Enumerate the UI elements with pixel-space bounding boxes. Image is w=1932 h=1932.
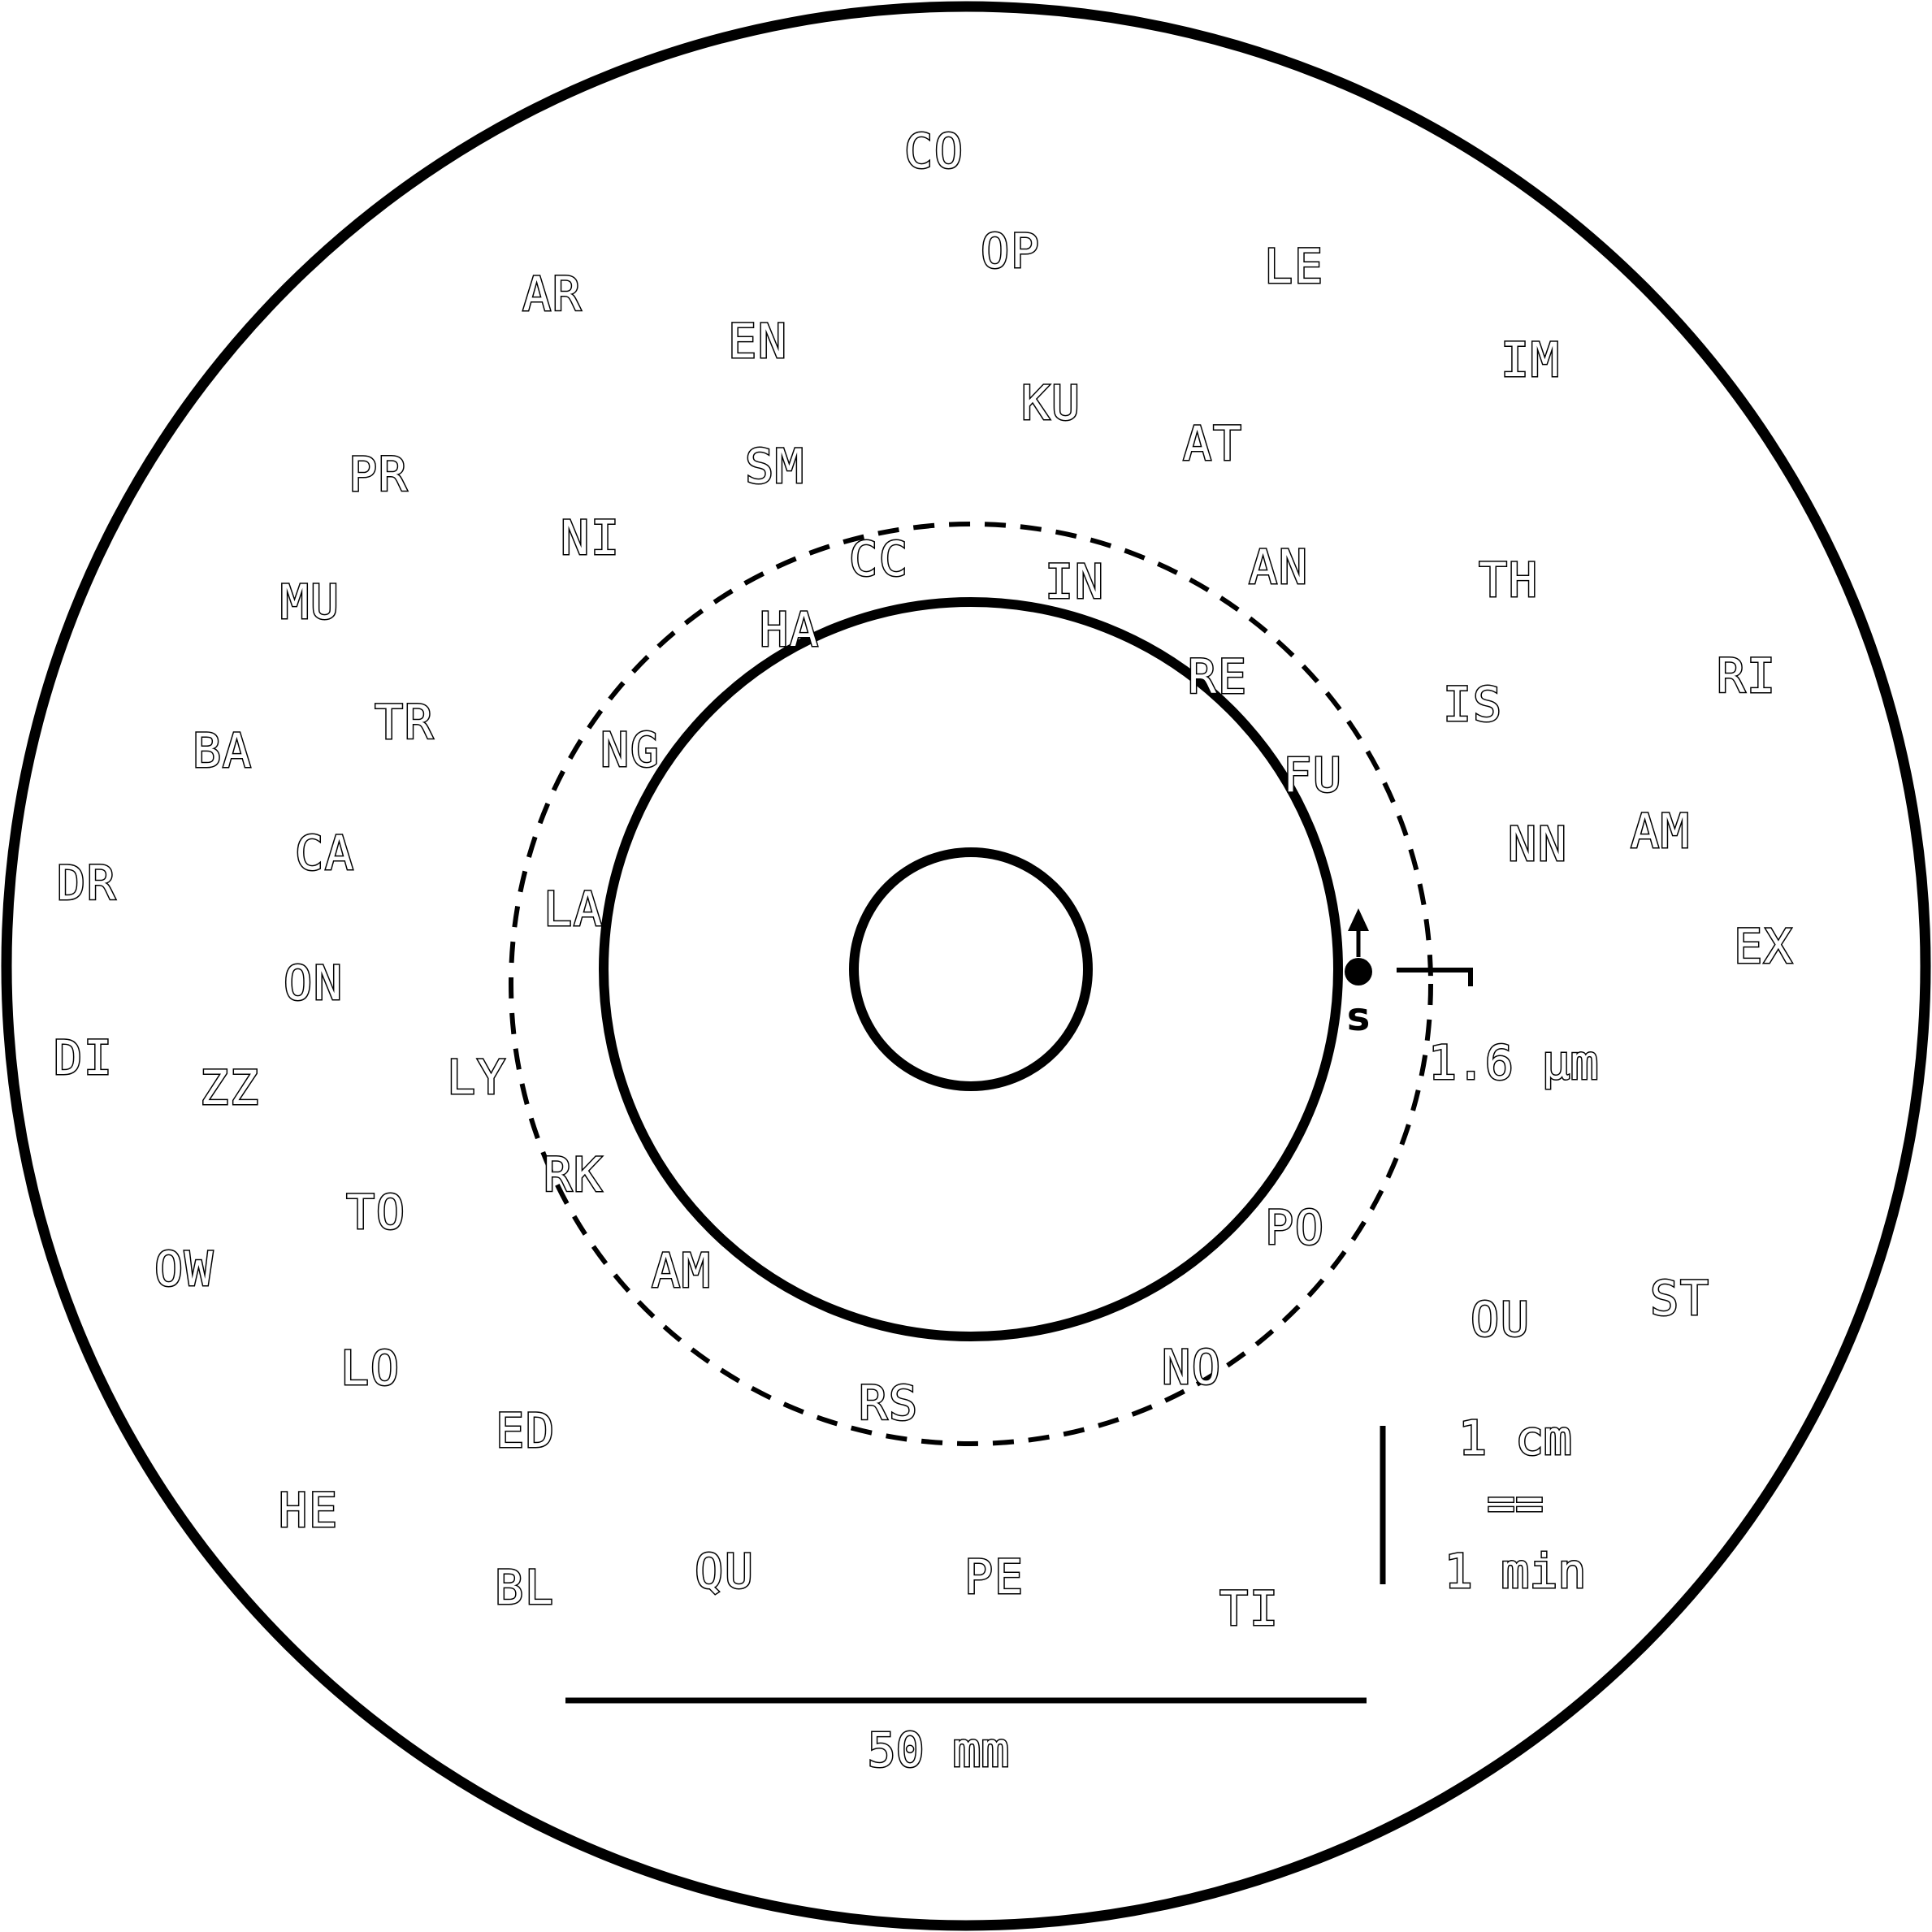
letter-pair-la: LA: [544, 882, 604, 937]
letter-pair-ar: AR: [522, 266, 583, 322]
start-label: s: [1347, 994, 1371, 1040]
letter-pair-ku: KU: [1021, 375, 1081, 431]
letter-pair-pr: PR: [349, 447, 409, 502]
time-scale-line-1: 1 cm: [1458, 1410, 1572, 1466]
center-hole: [849, 847, 1093, 1091]
letter-pair-ba: BA: [193, 723, 253, 778]
letter-pair-re: RE: [1188, 649, 1248, 704]
letter-pair-pe: PE: [964, 1549, 1024, 1605]
letter-pair-lo: LO: [340, 1341, 401, 1396]
letter-pair-en: EN: [728, 314, 788, 369]
letter-pair-mu: MU: [280, 574, 340, 630]
pitch-label: 1.6 µm: [1428, 1035, 1599, 1090]
letter-pair-am: AM: [1631, 804, 1691, 859]
letter-pair-ng: NG: [600, 722, 661, 778]
letter-pairs: CO OP LE AR EN IM KU AT PR SM NI CC AN TH IN MU HA RE RI IS…: [53, 123, 1794, 1638]
letter-pair-ni: NI: [561, 510, 621, 565]
start-dot: [1345, 958, 1372, 985]
letter-pair-rk: RK: [544, 1147, 604, 1202]
letter-pair-am: AM: [652, 1243, 712, 1298]
letter-pair-no: NO: [1162, 1340, 1222, 1395]
letter-pair-im: IM: [1501, 332, 1561, 388]
letter-pair-tr: TR: [375, 695, 435, 750]
letter-pair-ex: EX: [1734, 919, 1794, 974]
letter-pair-in: IN: [1045, 554, 1105, 609]
length-scale-label: 50 mm: [868, 1722, 1010, 1778]
letter-pair-he: HE: [279, 1483, 339, 1538]
letter-pair-dr: DR: [57, 856, 117, 911]
letter-pair-nn: NN: [1508, 817, 1568, 872]
letter-pair-st: ST: [1650, 1271, 1710, 1326]
letter-pair-le: LE: [1264, 239, 1324, 294]
letter-pair-bl: BL: [495, 1560, 555, 1615]
letter-pair-zz: ZZ: [200, 1060, 260, 1115]
letter-pair-fu: FU: [1283, 747, 1343, 803]
letter-pair-op: OP: [981, 223, 1041, 279]
letter-pair-ri: RI: [1717, 648, 1777, 704]
letter-pair-ou: OU: [1471, 1292, 1531, 1347]
letter-pair-ed: ED: [496, 1403, 556, 1458]
letter-pair-ha: HA: [760, 602, 820, 657]
letter-pair-co: CO: [904, 123, 964, 179]
letter-pair-di: DI: [54, 1030, 114, 1085]
letter-pair-qu: QU: [695, 1544, 755, 1599]
letter-pair-th: TH: [1479, 552, 1539, 608]
letter-pair-po: PO: [1265, 1200, 1325, 1255]
pitch-bracket: [1397, 968, 1473, 986]
letter-pair-an: AN: [1249, 539, 1309, 595]
start-arrow-head-icon: [1348, 908, 1369, 931]
letter-pair-on: ON: [284, 955, 344, 1011]
letter-pair-rs: RS: [859, 1375, 919, 1431]
letter-pair-ow: OW: [154, 1241, 214, 1297]
letter-pair-ca: CA: [295, 825, 355, 881]
letter-pair-ti: TI: [1219, 1581, 1280, 1636]
letter-pair-sm: SM: [745, 439, 805, 494]
time-scale-line-3: 1 min: [1445, 1544, 1587, 1599]
dashed-track-ring: [509, 522, 1433, 1446]
letter-pair-at: AT: [1183, 416, 1243, 471]
letter-pair-ly: LY: [447, 1050, 507, 1105]
letter-pair-to: TO: [346, 1185, 406, 1240]
letter-pair-is: IS: [1443, 677, 1503, 732]
letter-pair-cc: CC: [849, 531, 909, 587]
time-scale-line-2: ==: [1487, 1475, 1544, 1531]
